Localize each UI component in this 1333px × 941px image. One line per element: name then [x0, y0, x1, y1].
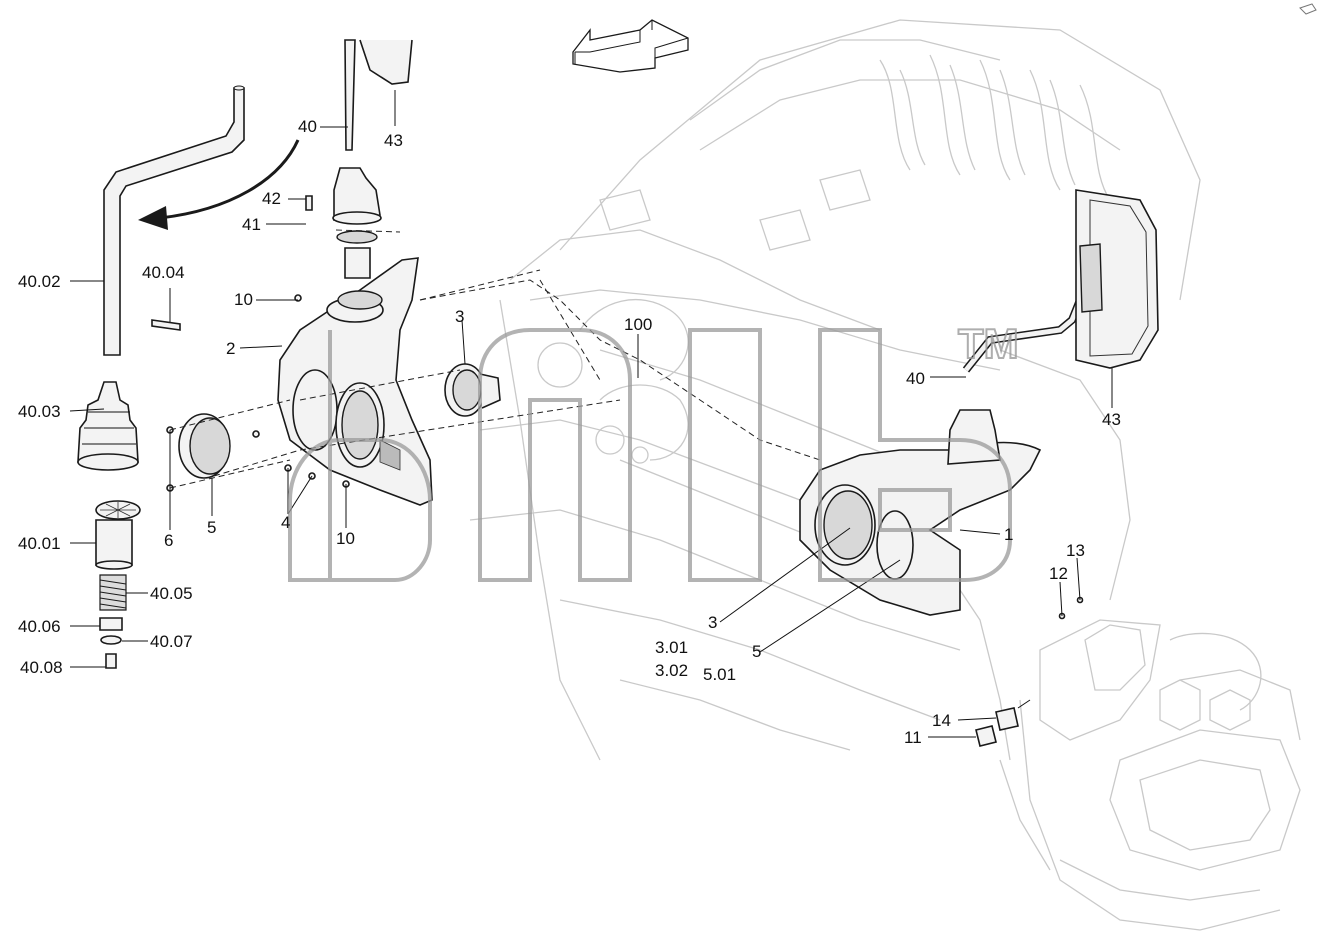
callout-13: 13: [1066, 541, 1085, 560]
callout-5-left: 5: [207, 518, 216, 537]
rubber-boot-40-03: [77, 381, 139, 471]
callout-11: 11: [904, 728, 922, 747]
callout-40-06: 40.06: [18, 617, 61, 636]
callout-14: 14: [932, 711, 951, 730]
callout-40-top: 40: [298, 117, 317, 136]
callout-41: 41: [242, 215, 261, 234]
callout-1: 1: [1004, 525, 1013, 544]
callout-43-right: 43: [1102, 410, 1121, 429]
lamp-5-left: [178, 413, 231, 479]
plate-40-01: [95, 500, 141, 570]
callout-4: 4: [281, 513, 290, 532]
callout-3-02: 3.02: [655, 661, 688, 680]
watermark-logo: TM: [288, 319, 1020, 582]
callout-40-04: 40.04: [142, 263, 185, 282]
washer-40-07: [100, 635, 122, 645]
callout-40-02: 40.02: [18, 272, 61, 291]
callout-2: 2: [226, 339, 235, 358]
callout-12: 12: [1049, 564, 1068, 583]
screw-40-08: [105, 653, 117, 669]
pin-40-04: [151, 319, 181, 331]
assembly-lines: [169, 229, 821, 489]
screw-42: [305, 195, 313, 211]
callout-42: 42: [262, 189, 281, 208]
callout-5-01: 5.01: [703, 665, 736, 684]
callout-labels: 40 43 42 41 40.02 40.04 10 3 100 2 40.03…: [18, 117, 1121, 747]
console-housing-2: [277, 257, 433, 506]
leader-lines: [69, 90, 1113, 738]
mirror-43-top: [359, 39, 413, 85]
callout-40-03: 40.03: [18, 402, 61, 421]
callout-3-bottom: 3: [708, 613, 717, 632]
nut-40-06: [99, 617, 123, 631]
mirror-43-right: [1075, 189, 1159, 369]
trademark-mark: TM: [958, 320, 1019, 367]
rotation-arrow-icon: [138, 139, 300, 230]
callout-40-01: 40.01: [18, 534, 61, 553]
speaker-3-left: [444, 363, 501, 417]
callout-40-05: 40.05: [150, 584, 193, 603]
callout-40-08: 40.08: [20, 658, 63, 677]
callout-100: 100: [624, 315, 652, 334]
callout-3-top: 3: [455, 307, 464, 326]
background-machine-outline: [469, 19, 1301, 931]
callout-10-bottom: 10: [336, 529, 355, 548]
callout-6: 6: [164, 531, 173, 550]
direction-arrow-icon: [572, 19, 689, 73]
callout-3-01: 3.01: [655, 638, 688, 657]
callout-10-top: 10: [234, 290, 253, 309]
joystick-40-top: [332, 39, 382, 279]
callout-43-top: 43: [384, 131, 403, 150]
connector-11-14: [975, 596, 1084, 747]
callout-40-right: 40: [906, 369, 925, 388]
spring-40-05: [99, 574, 127, 611]
callout-5-bottom: 5: [752, 642, 761, 661]
corner-mark-icon: [1299, 3, 1317, 15]
joystick-lever-40-02: [103, 85, 245, 356]
callout-40-07: 40.07: [150, 632, 193, 651]
